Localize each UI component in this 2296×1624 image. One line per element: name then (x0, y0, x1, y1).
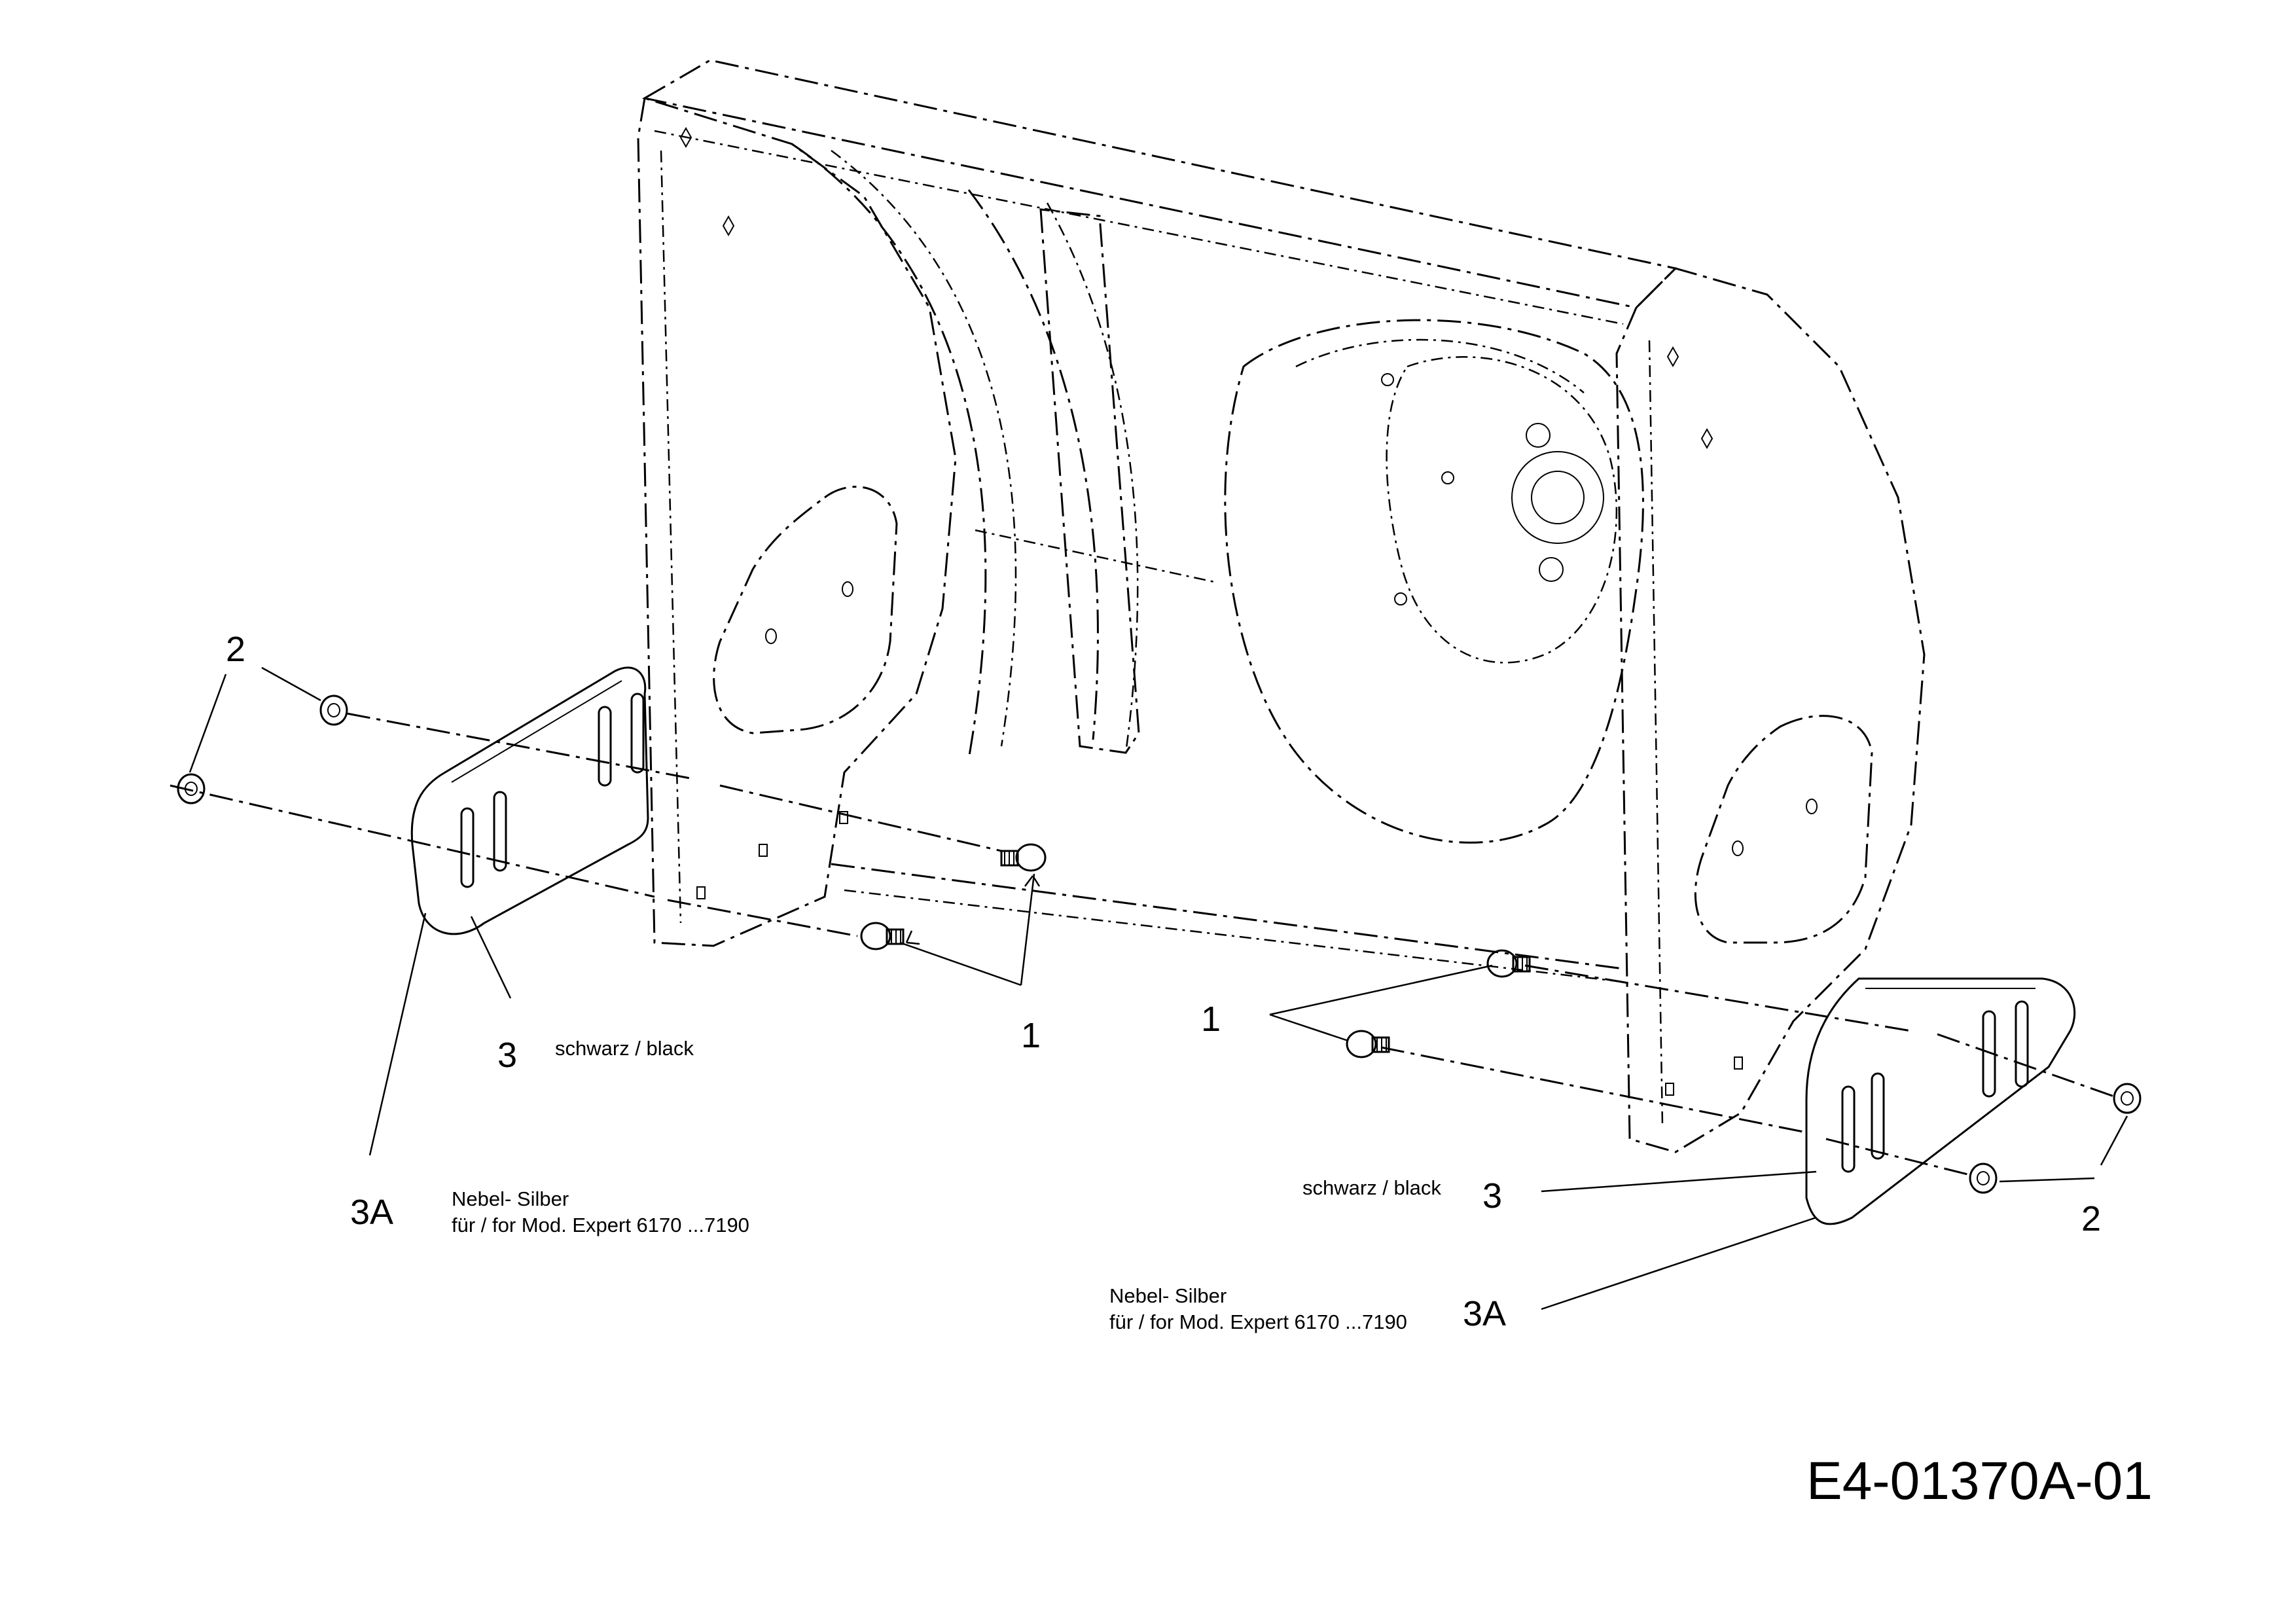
callout-3-right: 3 (1482, 1176, 1502, 1216)
callout-1-left: 1 (1021, 1016, 1041, 1055)
flange-nut (1969, 1163, 1998, 1194)
finish-note-right-line2: für / for Mod. Expert 6170 ...7190 (1109, 1310, 1407, 1333)
callout-2-right: 2 (2081, 1199, 2101, 1238)
color-note-left: schwarz / black (555, 1037, 694, 1060)
callout-1-right: 1 (1201, 1000, 1221, 1039)
auger-housing (637, 59, 1926, 1153)
carriage-bolt (1346, 1030, 1390, 1058)
callout-2-left: 2 (226, 630, 245, 669)
assembly-center-lines (170, 712, 2115, 1176)
callout-3-left: 3 (497, 1036, 517, 1075)
left-skid-shoe (410, 666, 649, 935)
finish-note-left-line2: für / for Mod. Expert 6170 ...7190 (452, 1214, 749, 1236)
callout-3a-right: 3A (1463, 1294, 1506, 1333)
finish-note-right-line1: Nebel- Silber (1109, 1284, 1227, 1307)
color-note-right: schwarz / black (1302, 1176, 1441, 1199)
callout-3a-left: 3A (350, 1193, 393, 1232)
carriage-bolt (1000, 843, 1047, 872)
flange-nut (2113, 1083, 2142, 1114)
drawing-code: E4-01370A-01 (1806, 1451, 2153, 1511)
leader-lines (188, 666, 2128, 1310)
finish-note-left-line1: Nebel- Silber (452, 1187, 569, 1210)
carriage-bolt (860, 922, 905, 950)
right-skid-shoe (1805, 977, 2076, 1225)
flange-nut (319, 695, 348, 726)
carriage-bolt (1486, 949, 1531, 978)
